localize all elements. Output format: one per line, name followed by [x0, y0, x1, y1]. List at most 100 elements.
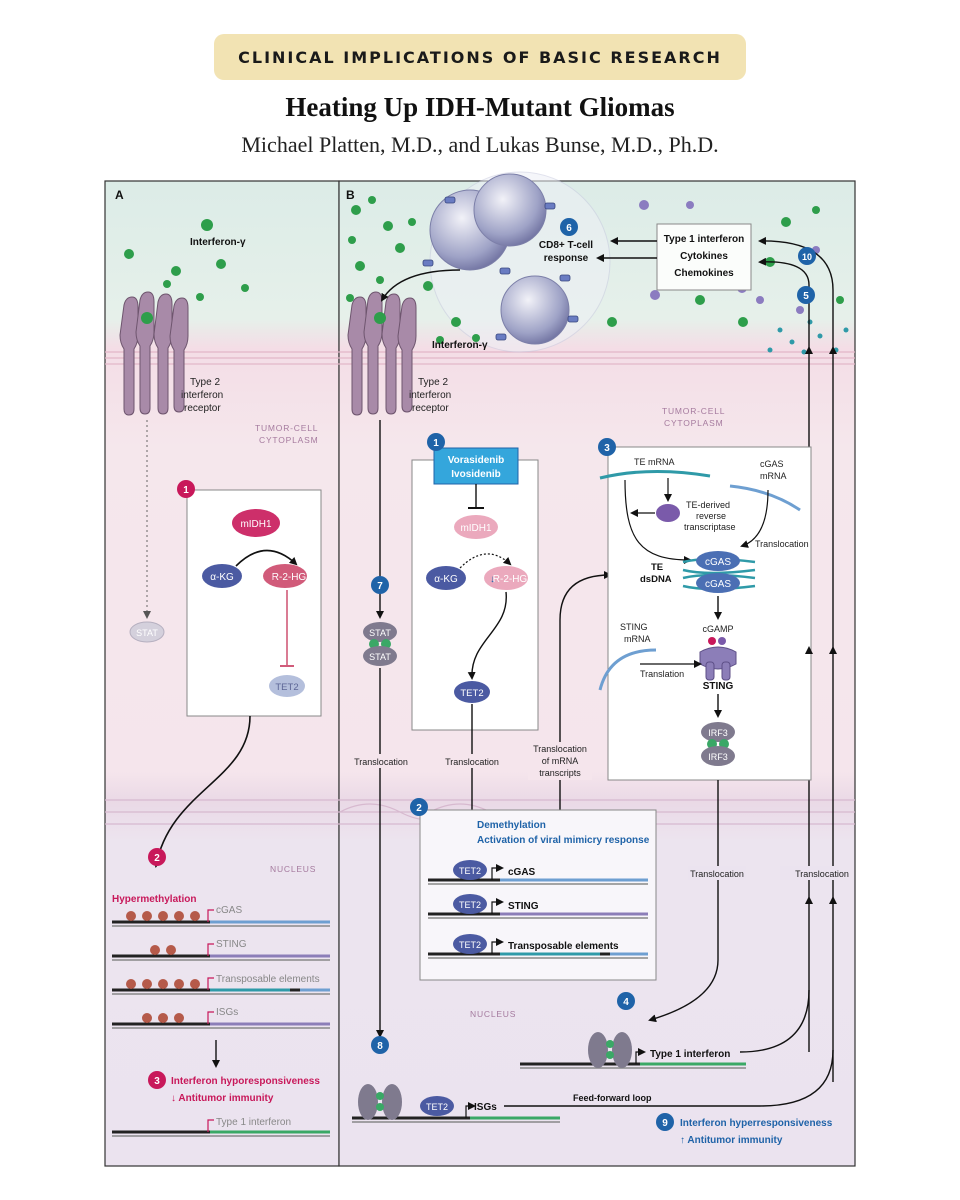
gene-label-type1-a: Type 1 interferon [216, 1117, 291, 1128]
sting-dimer [699, 646, 737, 681]
cytoplasm-label-b-1: TUMOR-CELL [662, 406, 725, 416]
cgas-mrna-label-2: mRNA [760, 471, 787, 481]
step-10-label: 10 [802, 252, 812, 262]
cytokine-box [656, 223, 752, 291]
bound-interferon-b [374, 312, 386, 324]
stat-translocation-bg [352, 754, 410, 768]
tet2-isgs-b [420, 1096, 454, 1116]
mrna-translocation-bg [528, 742, 592, 780]
rt-label-2: reverse [696, 511, 726, 521]
step-3-badge-a [148, 1071, 166, 1089]
isgs-gene-label: ISGs [474, 1102, 497, 1113]
tet2-a [269, 675, 305, 697]
interferon-label-a: Interferon-γ [190, 237, 246, 248]
article-title: Heating Up IDH-Mutant Gliomas [285, 92, 675, 122]
receptor-label-b-3: receptor [412, 403, 449, 414]
rt-label-1: TE-derived [686, 500, 730, 510]
gene-track-sting-b [428, 898, 648, 919]
gene-track-te-a [112, 977, 330, 995]
tet2-te-label: TET2 [459, 940, 481, 950]
sting-translation-label: Translation [640, 669, 684, 679]
tet2-te-b [453, 934, 487, 954]
irf3-translocation-bg [688, 866, 746, 880]
type1-export-curve [739, 989, 810, 1053]
step-2-label-b: 2 [416, 803, 422, 814]
type2-interferon-receptor-a [119, 291, 189, 416]
step-3-badge-b [598, 438, 616, 456]
panel-a-label: A [115, 188, 124, 202]
stat-label-b-top: STAT [369, 628, 391, 638]
r2hg-label-a: R-2-HG [272, 572, 307, 583]
r2hg-label-b: R-2-HG [493, 574, 528, 585]
gene-track-isgs-b [352, 1102, 560, 1123]
tet2-sting-label: TET2 [459, 900, 481, 910]
step-7-label: 7 [377, 581, 383, 592]
nucleus-label-b: NUCLEUS [470, 1009, 516, 1019]
step-1-label-b: 1 [433, 438, 439, 449]
r2hg-a [263, 564, 307, 588]
tet2-label-b: TET2 [460, 688, 483, 699]
t-cell-cluster [422, 171, 611, 353]
gene-track-cgas-a [112, 909, 330, 927]
outcome-immunity-b: ↑ Antitumor immunity [680, 1135, 783, 1146]
drug-ivosidenib: Ivosidenib [451, 469, 500, 480]
step-6-label: 6 [566, 223, 572, 234]
reverse-transcriptase [656, 504, 680, 522]
mrna-translocation-label-1: Translocation [533, 744, 587, 754]
cgas-lower-label: cGAS [705, 579, 731, 590]
conversion-arrow-b [459, 553, 512, 569]
cytokine-box-chemokines: Chemokines [674, 268, 734, 279]
irf3-top [701, 722, 735, 742]
cytoplasm-label-a-2: CYTOPLASM [259, 435, 318, 445]
gene-label-te-a: Transposable elements [216, 974, 320, 985]
sting-mrna-label-1: STING [620, 622, 648, 632]
cgas-lower [696, 573, 740, 593]
te-mrna-label: TE mRNA [634, 457, 675, 467]
outcome-hyper-b: Interferon hyperresponsiveness [680, 1118, 833, 1129]
gene-track-type1-a [112, 1119, 330, 1137]
te-dsdna-arrow [624, 479, 692, 564]
bound-interferon-a [141, 312, 153, 324]
r2hg-down-arrow-b: ↓ [490, 574, 495, 585]
step-3-label-a: 3 [154, 1076, 160, 1087]
cgas-translation-arrow [740, 489, 769, 548]
gene-track-isgs-a [112, 1011, 330, 1029]
conversion-arrow-a [235, 549, 298, 567]
cgas-mrna-label-1: cGAS [760, 459, 784, 469]
step-1-label-a: 1 [183, 485, 189, 496]
irf3-label-bottom: IRF3 [708, 752, 728, 762]
cgamp-label: cGAMP [702, 624, 733, 634]
irf3-label-top: IRF3 [708, 728, 728, 738]
stat-b-bottom [363, 646, 397, 666]
type1-interferon-gene-label: Type 1 interferon [650, 1049, 730, 1060]
export-translocation-label: Translocation [795, 869, 849, 879]
gene-track-te-b [428, 938, 648, 959]
receptor-label-b-1: Type 2 [418, 377, 448, 388]
midh1-label-a: mIDH1 [240, 519, 272, 530]
mrna-translocation-label-3: transcripts [539, 768, 581, 778]
midh1-a [232, 509, 280, 537]
step-2-label-a: 2 [154, 853, 160, 864]
irf3-dimer-dna [588, 1032, 632, 1068]
step-1-badge-a [177, 480, 195, 498]
drug-box [433, 447, 519, 485]
demethylation-label: Demethylation [477, 820, 546, 831]
cytokine-box-cytokines: Cytokines [680, 251, 728, 262]
translocation-arrow-a [153, 715, 251, 868]
mrna-translocation-label-2: of mRNA [542, 756, 579, 766]
gene-track-type1-b [520, 1048, 746, 1069]
tcell-response-label-2: response [544, 253, 589, 264]
r2hg-b [484, 566, 528, 590]
export-arrowheads [805, 346, 837, 904]
export-translocation-bg [780, 866, 838, 880]
interferon-molecules-b [346, 196, 844, 344]
gene-label-sting-b: STING [508, 901, 539, 912]
te-mrna-strand [599, 469, 711, 480]
loop-arrow-10 [758, 236, 834, 1082]
sting-mrna-strand [598, 648, 657, 691]
type2-interferon-receptor-b [347, 291, 417, 416]
tet2-cgas-b [453, 860, 487, 880]
gene-label-sting-a: STING [216, 939, 247, 950]
step-4-badge [617, 992, 635, 1010]
step-4-label: 4 [623, 997, 629, 1008]
